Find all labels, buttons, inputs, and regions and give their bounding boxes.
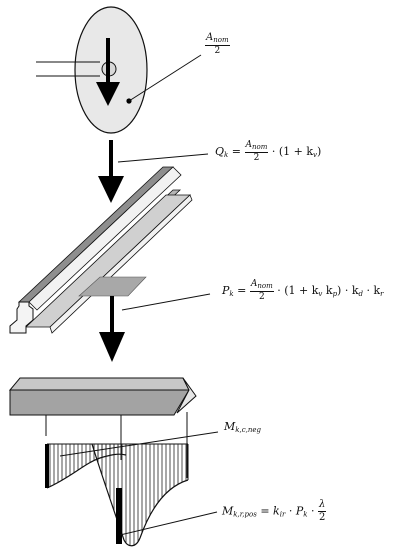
p-symbol: P [222, 284, 230, 297]
q-formula: Qk = Anom 2 · (1 + kv) [215, 141, 321, 163]
wheel-load-symbol: A [206, 32, 214, 43]
p-arrowhead [99, 332, 125, 362]
p-subscript: k [229, 290, 234, 298]
sleeper-end [176, 377, 197, 414]
rail-foot-top [24, 194, 192, 328]
wheel-load-denominator: 2 [214, 46, 221, 56]
rail-cross-section [9, 301, 34, 334]
m-neg-label: Mk,c,neg [224, 421, 261, 434]
p-factor-1-subscript: v [318, 290, 323, 298]
moment-neg-max-bar [45, 444, 49, 488]
q-num-symbol: A [245, 140, 253, 150]
p-factor-2-subscript: p [332, 290, 338, 298]
moment-diagram [45, 431, 219, 547]
m-pos-formula: Mk,r,pos = kir · Pk · λ 2 [222, 499, 327, 523]
sleeper [8, 377, 197, 416]
moment-pos-max-bar [116, 488, 122, 544]
q-factor-subscript: v [313, 151, 318, 159]
wheel-load-label: Anom 2 [205, 33, 230, 56]
q-symbol: Q [215, 145, 225, 158]
p-num-subscript: nom [257, 282, 273, 290]
q-close-paren: ) [317, 145, 322, 158]
q-equals: = [231, 145, 241, 158]
m-neg-leader-line [59, 431, 219, 457]
sleeper-top [8, 377, 190, 391]
m-pos-dot-2: · [310, 504, 315, 518]
m-pos-lambda: λ [317, 499, 327, 512]
m-pos-symbol: M [222, 504, 234, 518]
p-factor-4: · k [366, 284, 381, 297]
contact-plate [78, 276, 147, 297]
q-factor: · (1 + k [271, 145, 314, 158]
p-factor-4-subscript: r [380, 290, 384, 298]
q-leader-line [117, 153, 209, 163]
p-factor-3: ) · k [337, 284, 359, 297]
m-pos-k-subscript: ir [279, 510, 286, 519]
rail [9, 166, 193, 334]
wheel [36, 6, 202, 134]
p-factor-2: k [322, 284, 333, 297]
p-leader-line [121, 293, 211, 311]
sleeper-front [9, 389, 190, 416]
p-formula: Pk = Anom 2 · (1 + kv kp) · kd · kr [222, 280, 384, 302]
m-pos-dot-1: · [288, 504, 293, 518]
m-pos-p-subscript: k [303, 510, 308, 519]
q-denominator: 2 [253, 153, 260, 163]
m-pos-subscript: k,r,pos [233, 510, 257, 519]
moment-curve-negative [46, 453, 127, 489]
m-pos-leader-line [119, 511, 218, 536]
moment-positive-region [92, 444, 188, 546]
p-factor-3-subscript: d [358, 290, 363, 298]
m-pos-denominator: 2 [318, 512, 326, 523]
m-pos-p: P [295, 504, 304, 518]
p-equals: = [237, 284, 247, 297]
wheel-leader-line [128, 54, 202, 102]
rail-head-side [28, 166, 182, 311]
wheel-load-subscript: nom [213, 36, 229, 44]
p-factor-1: · (1 + k [277, 284, 319, 297]
m-neg-subscript: k,c,neg [235, 426, 262, 434]
wheel-load-arrowhead [96, 82, 120, 106]
p-denominator: 2 [258, 292, 265, 302]
m-pos-equals: = [260, 504, 270, 518]
q-num-subscript: nom [252, 143, 268, 151]
q-arrow [98, 140, 209, 203]
q-arrowhead [98, 176, 124, 203]
q-subscript: k [224, 151, 229, 159]
m-pos-k: k [273, 504, 280, 518]
m-neg-symbol: M [224, 420, 236, 433]
moment-curve-positive [91, 443, 189, 547]
p-arrow [99, 293, 211, 362]
p-num-symbol: A [250, 279, 258, 289]
